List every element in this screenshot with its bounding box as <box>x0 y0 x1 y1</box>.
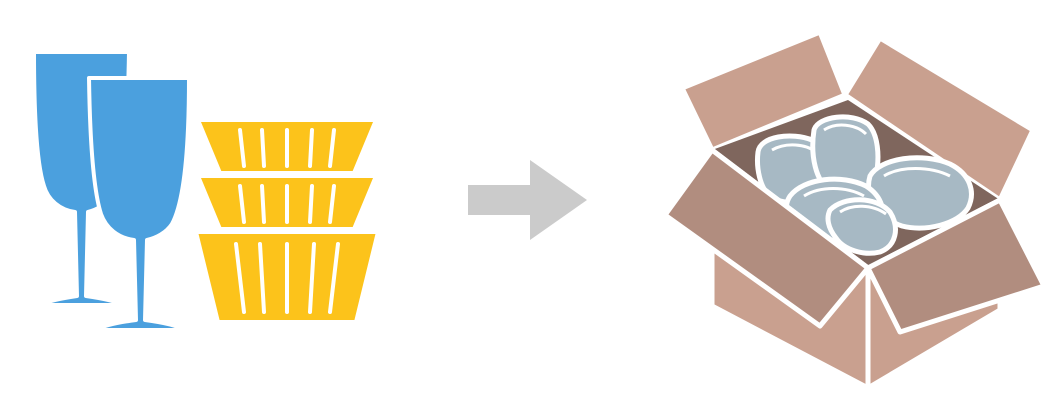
open-box-icon <box>665 32 1044 388</box>
arrow-right-icon <box>468 160 587 240</box>
stacked-bowls-icon <box>196 120 378 322</box>
stacked-bowls <box>196 120 378 322</box>
wine-glass-icon <box>89 78 189 330</box>
wine-glasses <box>34 52 189 330</box>
